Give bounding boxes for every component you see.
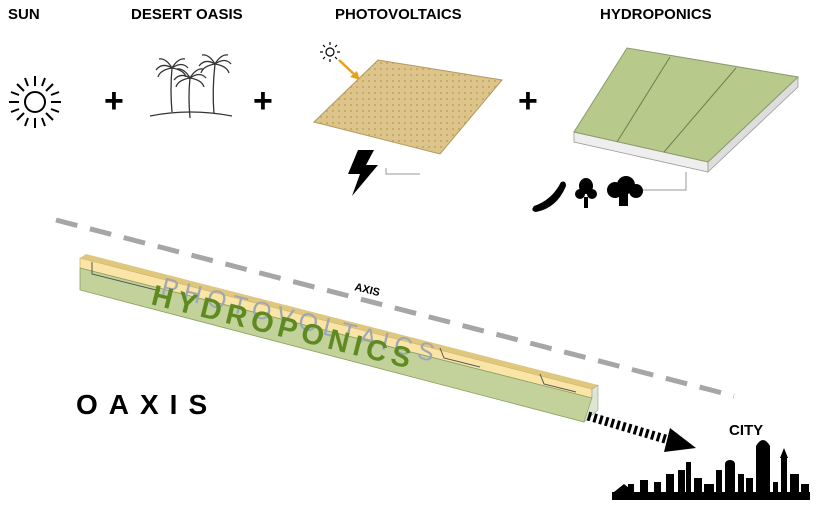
plus-sign-3: + <box>518 82 538 120</box>
lightning-bolt-icon <box>348 150 378 196</box>
city-skyline-icon <box>612 440 810 500</box>
lettuce-icon <box>575 178 597 208</box>
broccoli-icon <box>607 176 643 206</box>
city-label: CITY <box>729 422 763 439</box>
small-sun-icon <box>320 42 340 62</box>
label-photovoltaics: PHOTOVOLTAICS <box>335 6 462 23</box>
plus-sign-2: + <box>253 82 273 120</box>
label-sun: SUN <box>8 6 40 23</box>
pv-panel <box>313 59 503 155</box>
plus-sign-1: + <box>104 82 124 120</box>
label-hydroponics: HYDROPONICS <box>600 6 712 23</box>
pv-connector-line <box>385 168 420 175</box>
sunlight-arrow-icon <box>338 59 360 80</box>
title-oaxis: OAXIS <box>76 389 218 420</box>
label-desert-oasis: DESERT OASIS <box>131 6 243 23</box>
axis-label: AXIS <box>353 281 381 299</box>
cucumber-icon <box>532 181 566 212</box>
hydro-connector-line <box>640 172 687 191</box>
palm-trees-icon <box>149 54 233 119</box>
sun-icon <box>9 76 61 128</box>
axis-dashed-line <box>55 217 735 399</box>
hydroponics-panel <box>573 47 800 173</box>
oaxis-bar <box>79 254 599 423</box>
dashed-arrow-icon <box>586 411 696 452</box>
